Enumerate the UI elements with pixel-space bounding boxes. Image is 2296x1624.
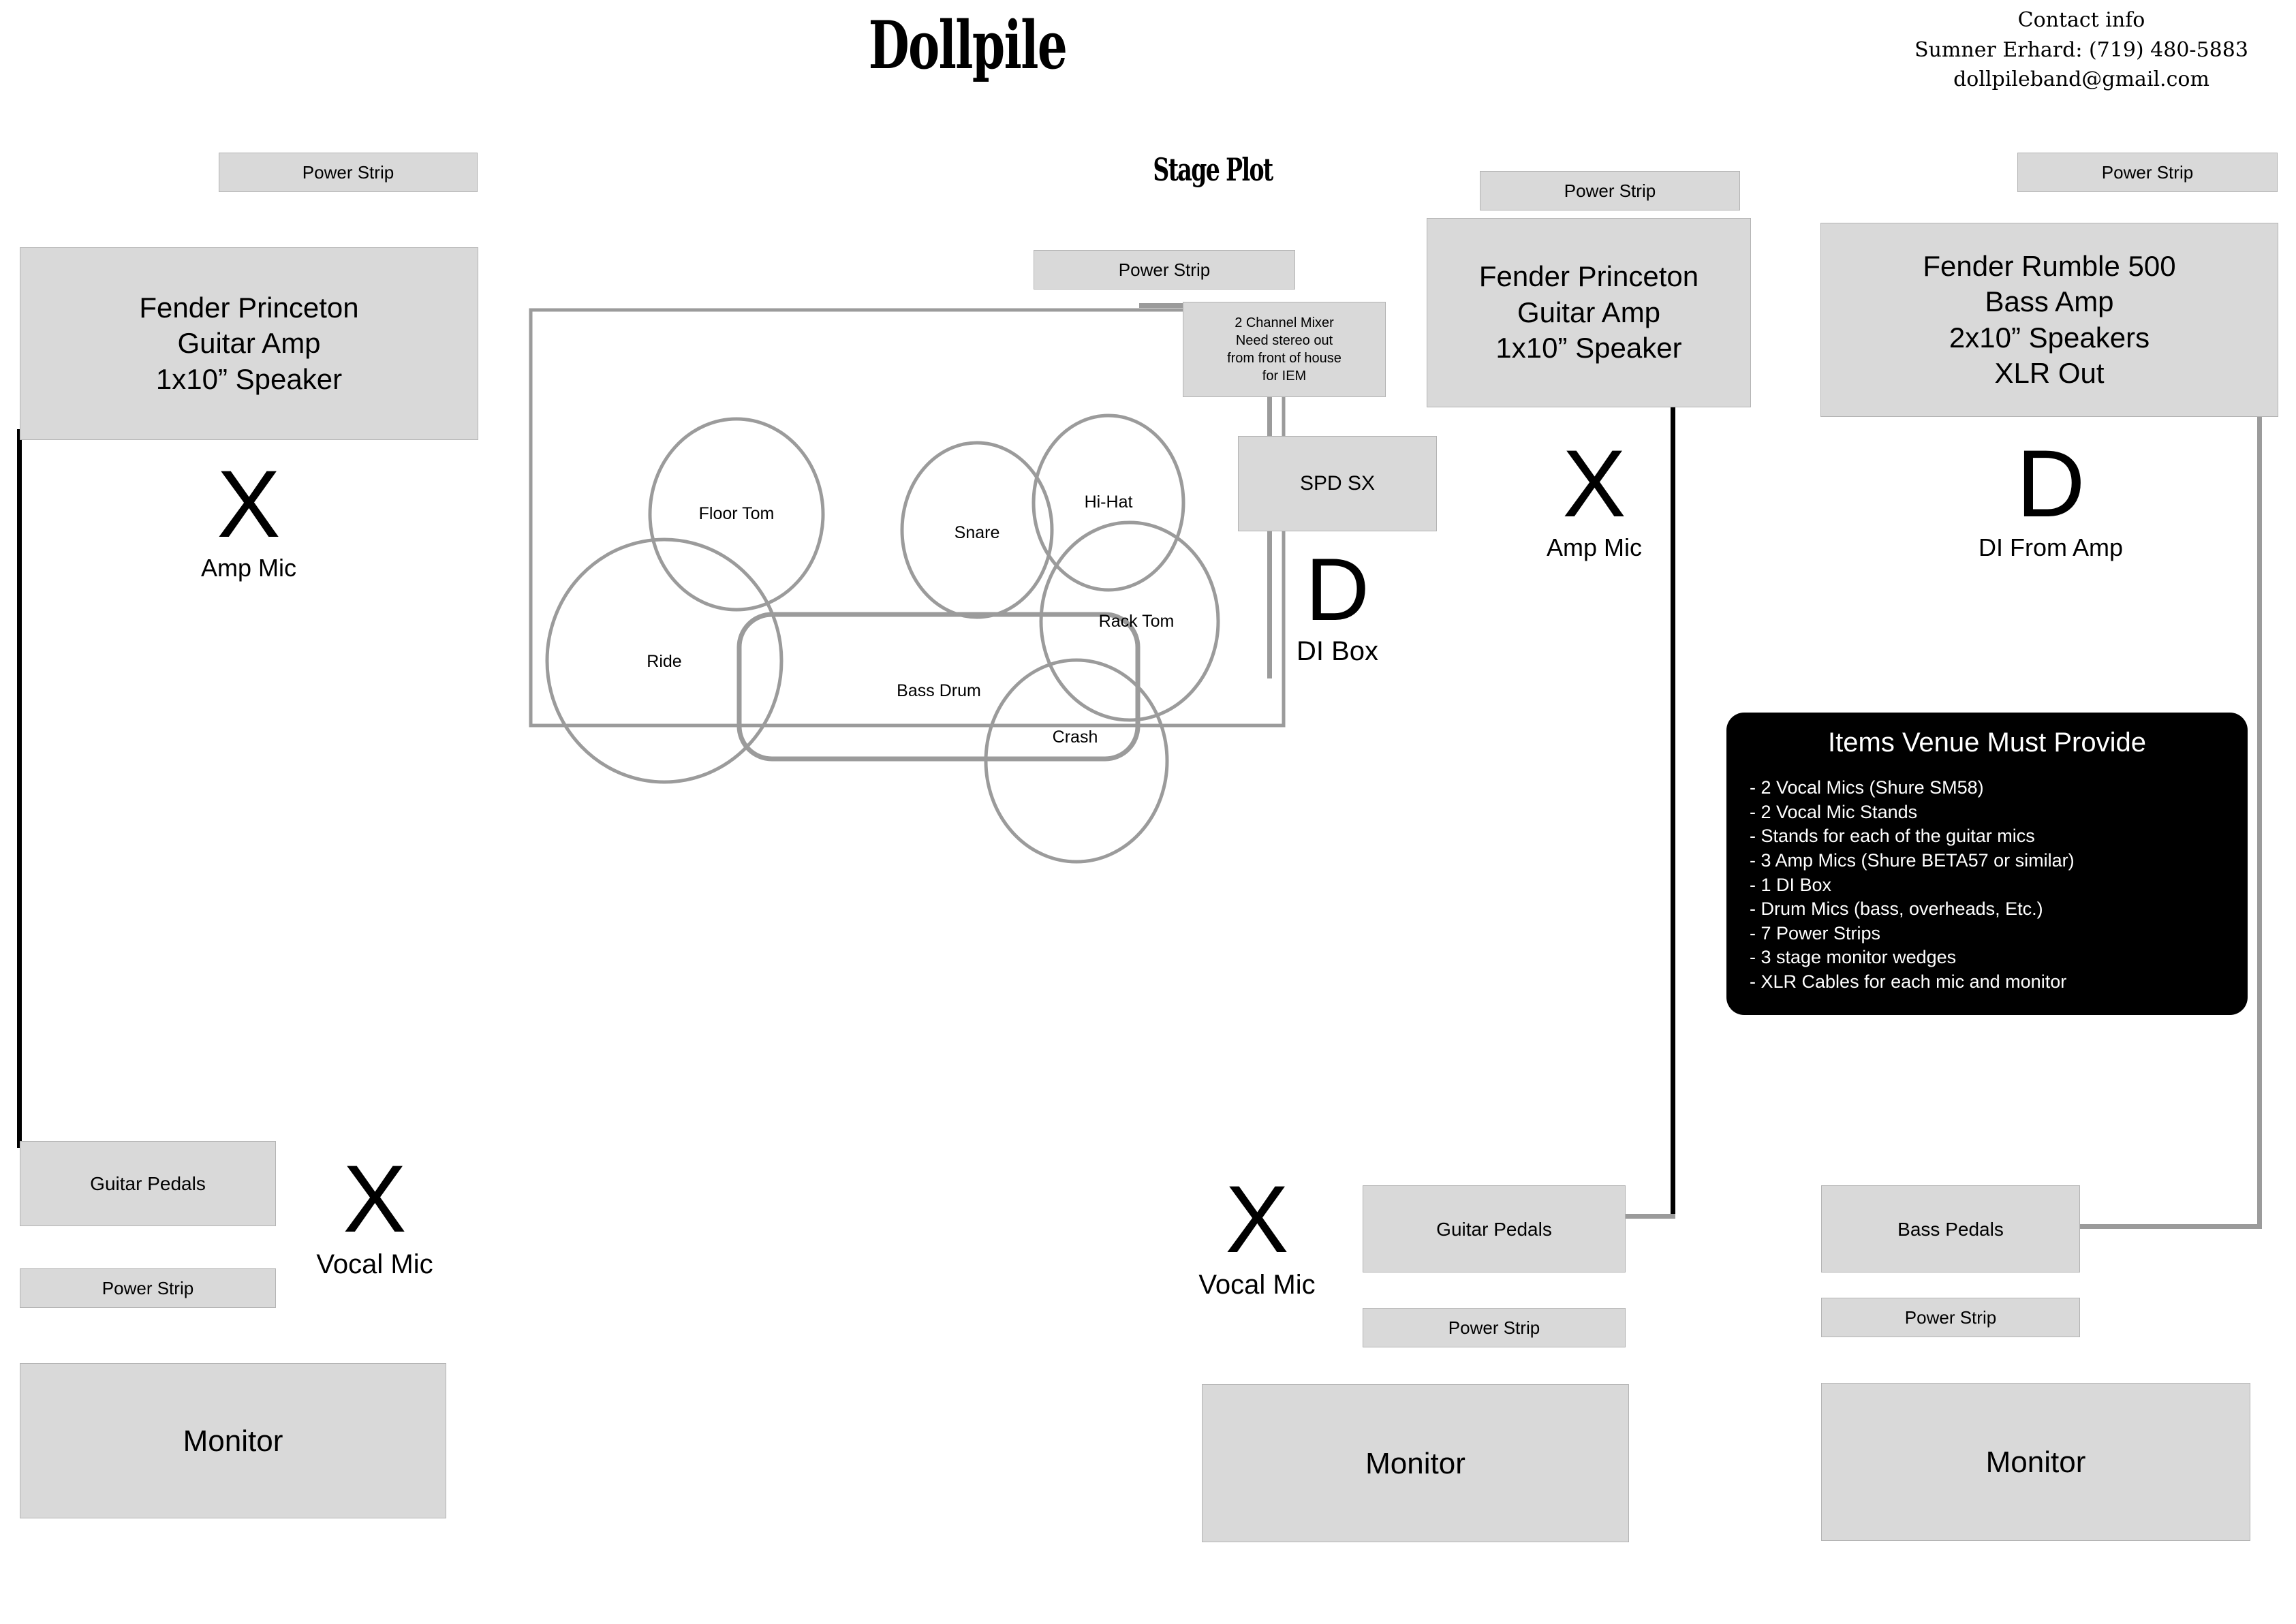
vocal-mic-marker-left: X Vocal Mic: [262, 1145, 487, 1279]
cable-mid-guitar-vertical: [1671, 407, 1675, 1218]
di-from-amp-glyph: D: [2016, 430, 2085, 537]
venue-item: - 3 stage monitor wedges: [1750, 947, 1957, 968]
amp-mic-marker-left: X Amp Mic: [136, 456, 361, 580]
contact-info-block: Contact info Sumner Erhard: (719) 480-58…: [1867, 5, 2296, 95]
guitar-pedals-mid[interactable]: Guitar Pedals: [1363, 1185, 1626, 1272]
power-strip-center[interactable]: Power Strip: [1034, 250, 1295, 290]
amp-mic-glyph-mid: X: [1562, 430, 1626, 537]
power-strip-label: Power Strip: [1448, 1317, 1540, 1338]
amp-mic-caption-left: Amp Mic: [200, 554, 296, 582]
mixer-box[interactable]: 2 Channel Mixer Need stereo out from fro…: [1183, 302, 1386, 397]
snare-shape: [900, 441, 1054, 619]
guitar-pedals-left-label: Guitar Pedals: [90, 1173, 206, 1194]
amp-box-bass-label: Fender Rumble 500 Bass Amp 2x10” Speaker…: [1923, 249, 2176, 390]
monitor-left[interactable]: Monitor: [20, 1363, 446, 1518]
amp-box-left-guitar[interactable]: Fender Princeton Guitar Amp 1x10” Speake…: [20, 247, 478, 440]
venue-item: - 1 DI Box: [1750, 874, 1832, 895]
ride-shape: [545, 537, 784, 784]
power-strip-top-left[interactable]: Power Strip: [219, 153, 478, 192]
hihat-shape: [1031, 413, 1185, 592]
venue-item: - 2 Vocal Mics (Shure SM58): [1750, 777, 1984, 798]
amp-box-left-label: Fender Princeton Guitar Amp 1x10” Speake…: [139, 291, 359, 395]
cable-left-guitar: [17, 429, 22, 1148]
vocal-mic-glyph-mid: X: [1225, 1166, 1289, 1272]
venue-item-list: - 2 Vocal Mics (Shure SM58) - 2 Vocal Mi…: [1750, 776, 2224, 995]
di-from-amp-marker: D DI From Amp: [1938, 436, 2163, 560]
vocal-mic-glyph-left: X: [343, 1145, 407, 1252]
venue-item: - Stands for each of the guitar mics: [1750, 826, 2035, 847]
amp-box-bass[interactable]: Fender Rumble 500 Bass Amp 2x10” Speaker…: [1820, 223, 2278, 417]
venue-requirements-panel: Items Venue Must Provide - 2 Vocal Mics …: [1726, 713, 2248, 1015]
band-name-title: Dollpile: [868, 7, 1068, 84]
venue-item: - Drum Mics (bass, overheads, Etc.): [1750, 899, 2043, 920]
vocal-mic-caption-left: Vocal Mic: [316, 1249, 433, 1279]
power-strip-label: Power Strip: [2101, 161, 2194, 183]
power-strip-right-floor[interactable]: Power Strip: [1821, 1298, 2080, 1337]
cable-spd-to-di: [1267, 531, 1272, 678]
cable-mid-guitar-horizontal: [1611, 1214, 1675, 1219]
venue-item: - 3 Amp Mics (Shure BETA57 or similar): [1750, 849, 2075, 871]
cable-powerstrip-to-mixer: [1139, 303, 1183, 308]
rack-tom-shape: [1039, 520, 1220, 722]
drum-label-hi-hat: Hi-Hat: [1084, 493, 1133, 512]
power-strip-label: Power Strip: [302, 161, 394, 183]
di-box-caption: DI Box: [1296, 636, 1379, 666]
power-strip-top-right[interactable]: Power Strip: [2017, 153, 2278, 192]
cable-bass-horizontal: [2055, 1224, 2262, 1229]
drum-label-rack-tom: Rack Tom: [1098, 612, 1175, 631]
cable-mixer-to-spd: [1267, 397, 1272, 437]
monitor-right-label: Monitor: [1985, 1445, 2086, 1479]
contact-heading: Contact info: [2017, 8, 2145, 32]
vocal-mic-caption-mid: Vocal Mic: [1198, 1270, 1316, 1300]
power-strip-mid-guitar[interactable]: Power Strip: [1480, 171, 1740, 210]
power-strip-label: Power Strip: [102, 1277, 194, 1298]
floor-tom-shape: [648, 417, 825, 612]
spd-sx-label: SPD SX: [1299, 472, 1376, 495]
bass-pedals[interactable]: Bass Pedals: [1821, 1185, 2080, 1272]
monitor-mid[interactable]: Monitor: [1202, 1384, 1629, 1542]
vocal-mic-marker-mid: X Vocal Mic: [1145, 1166, 1369, 1300]
monitor-right[interactable]: Monitor: [1821, 1383, 2250, 1541]
drum-label-ride: Ride: [647, 652, 682, 671]
power-strip-label: Power Strip: [1118, 259, 1211, 280]
monitor-left-label: Monitor: [183, 1424, 283, 1458]
drum-label-snare: Snare: [954, 523, 1000, 542]
di-box-glyph: D: [1305, 540, 1369, 639]
venue-panel-title: Items Venue Must Provide: [1828, 728, 2146, 758]
venue-item: - 7 Power Strips: [1750, 922, 1881, 943]
mixer-label: 2 Channel Mixer Need stereo out from fro…: [1227, 315, 1341, 384]
spd-sx-box[interactable]: SPD SX: [1238, 436, 1437, 531]
amp-mic-glyph-left: X: [217, 450, 281, 557]
di-box-marker: D DI Box: [1228, 545, 1446, 665]
guitar-pedals-left[interactable]: Guitar Pedals: [20, 1141, 276, 1226]
amp-box-mid-guitar[interactable]: Fender Princeton Guitar Amp 1x10” Speake…: [1427, 218, 1751, 407]
power-strip-label: Power Strip: [1904, 1307, 1997, 1328]
venue-item: - 2 Vocal Mic Stands: [1750, 801, 1918, 822]
power-strip-mid-floor[interactable]: Power Strip: [1363, 1308, 1626, 1347]
cable-bass-vertical: [2257, 417, 2262, 1229]
crash-shape: [984, 658, 1169, 864]
bass-pedals-label: Bass Pedals: [1897, 1218, 2004, 1240]
power-strip-label: Power Strip: [1564, 180, 1656, 201]
drum-label-crash: Crash: [1052, 728, 1098, 747]
drum-label-floor-tom: Floor Tom: [698, 504, 775, 523]
contact-phone: Sumner Erhard: (719) 480-5883: [1914, 37, 2248, 62]
stage-plot-title: Stage Plot: [1153, 151, 1273, 188]
power-strip-left-floor[interactable]: Power Strip: [20, 1268, 276, 1308]
contact-email: dollpileband@gmail.com: [1953, 67, 2209, 91]
monitor-mid-label: Monitor: [1365, 1446, 1465, 1480]
venue-item: - XLR Cables for each mic and monitor: [1750, 971, 2067, 992]
guitar-pedals-mid-label: Guitar Pedals: [1436, 1218, 1552, 1240]
amp-box-mid-label: Fender Princeton Guitar Amp 1x10” Speake…: [1478, 260, 1699, 364]
di-from-amp-caption: DI From Amp: [1978, 533, 2124, 561]
amp-mic-marker-mid: X Amp Mic: [1482, 436, 1707, 560]
amp-mic-caption-mid: Amp Mic: [1546, 533, 1642, 561]
drum-label-bass-drum: Bass Drum: [897, 681, 981, 700]
